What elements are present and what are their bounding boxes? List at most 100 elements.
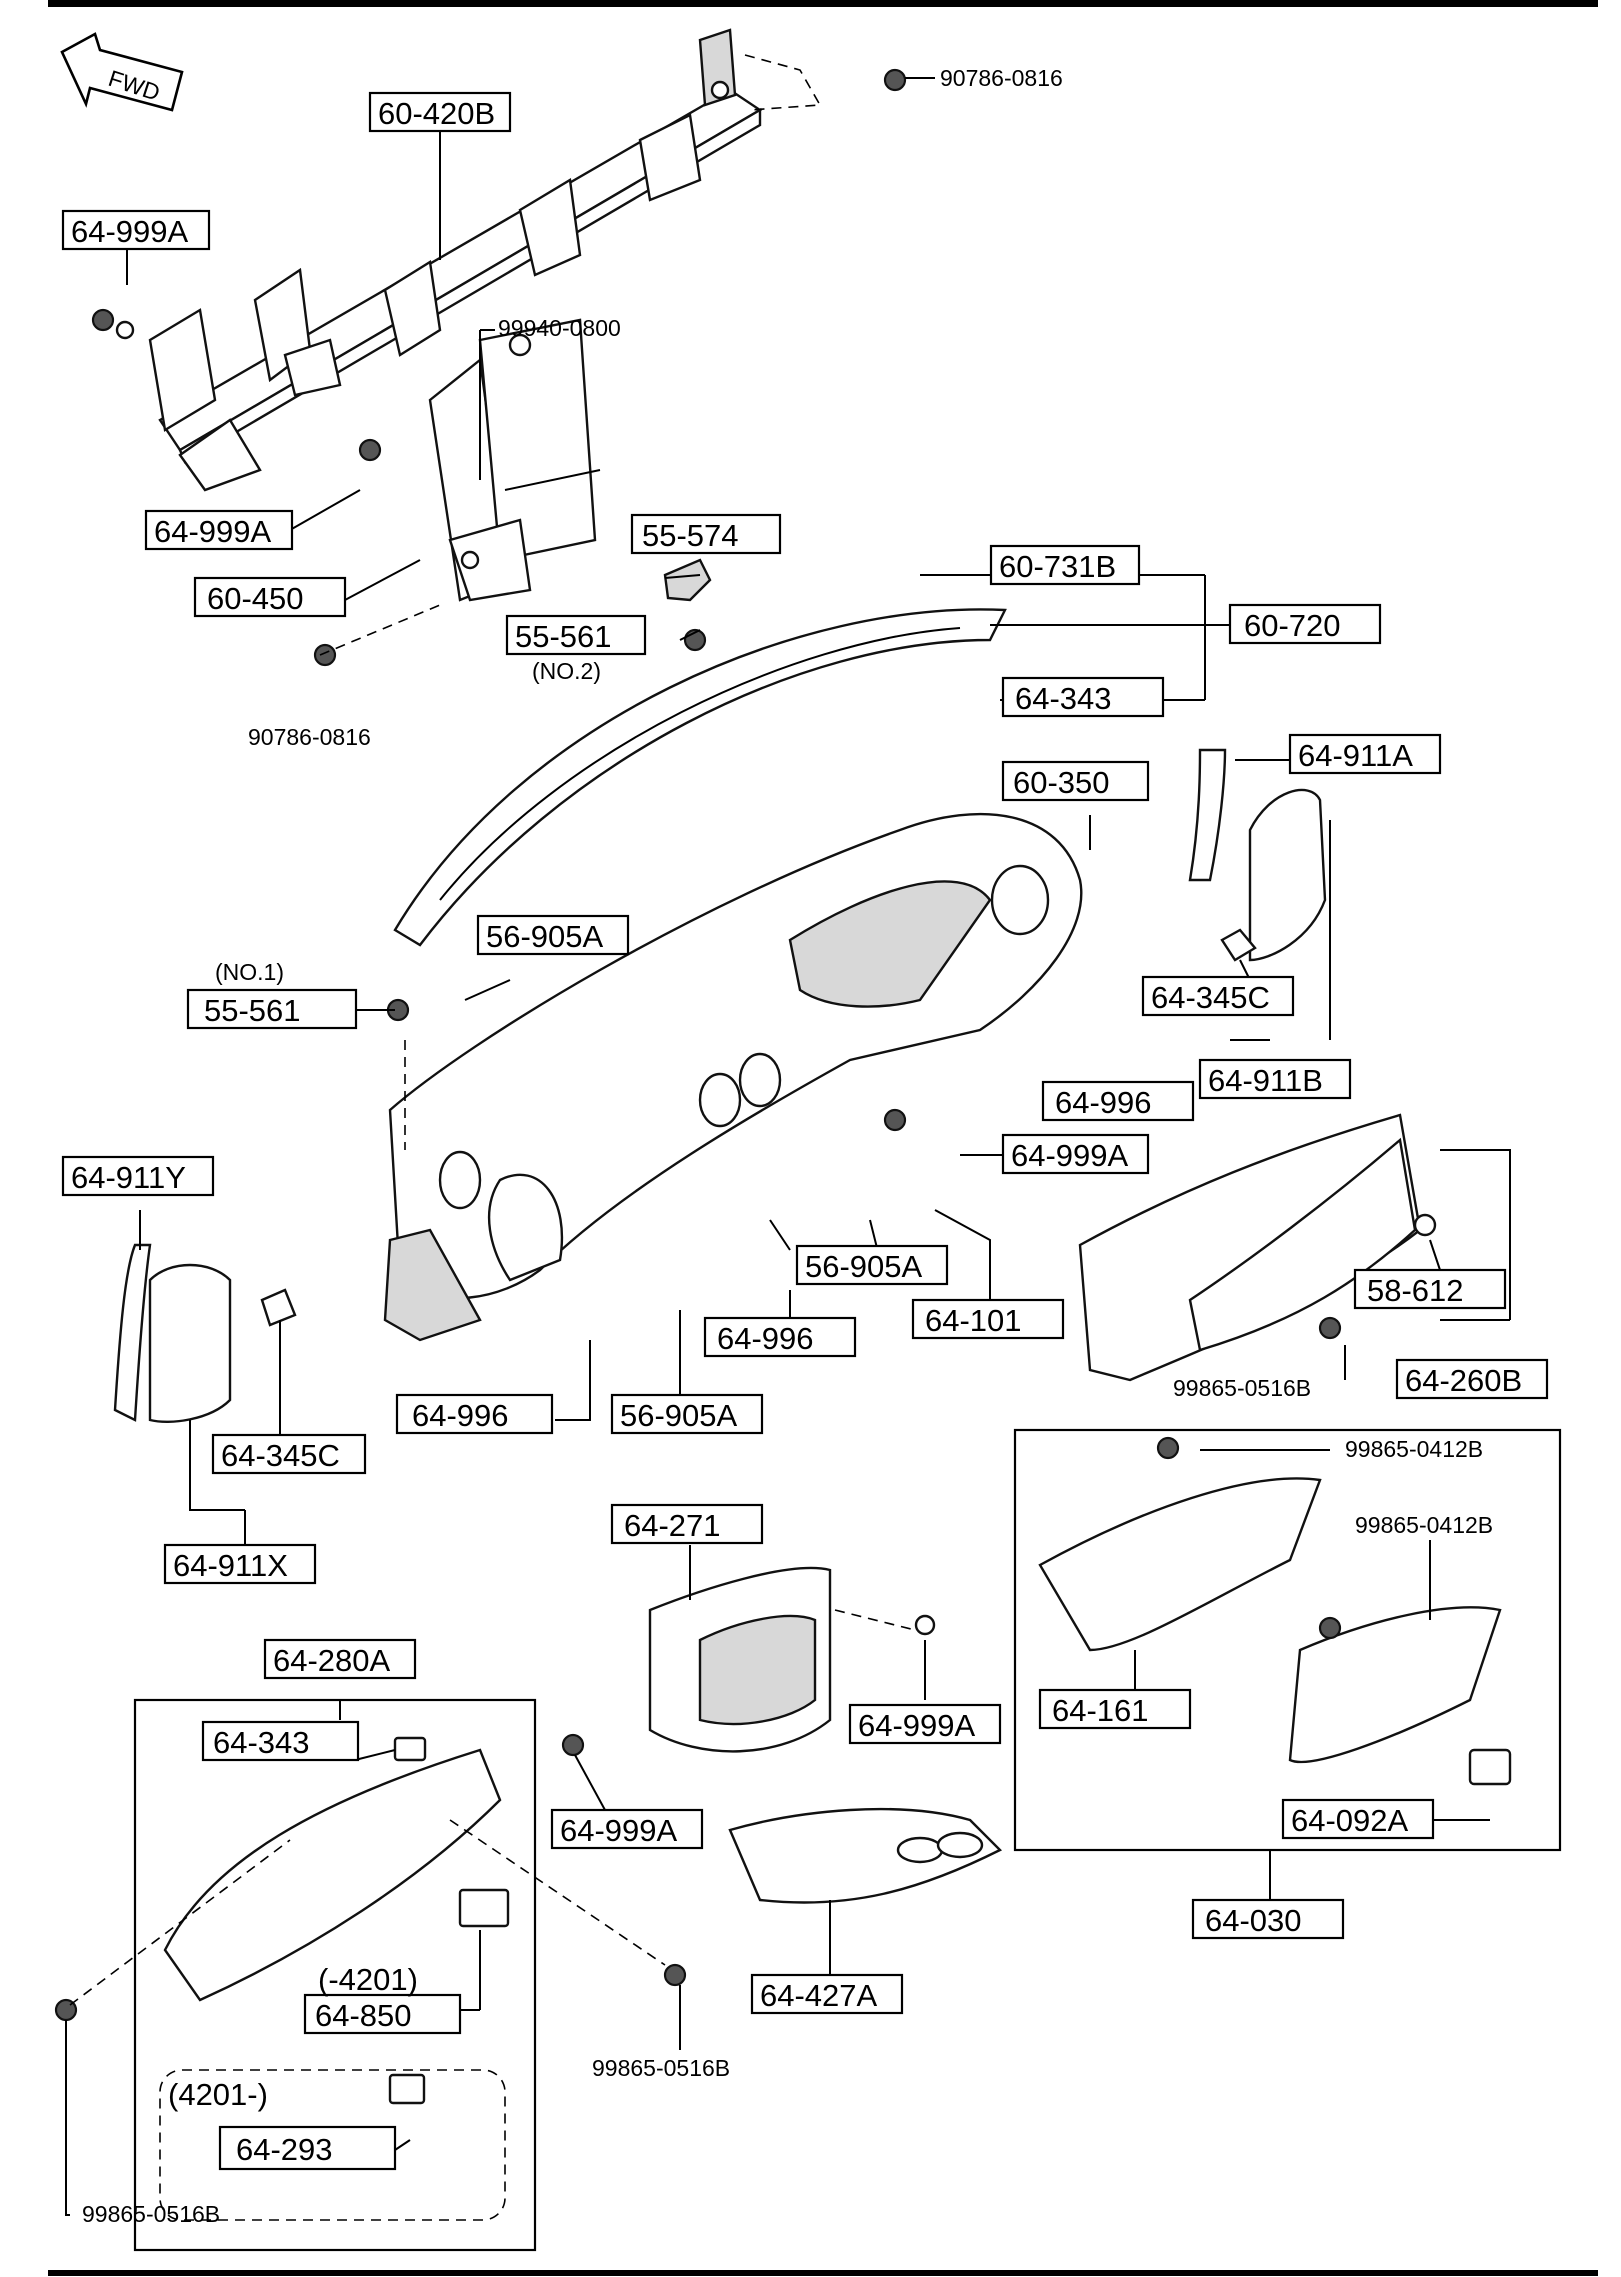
side-cover-right bbox=[1188, 748, 1327, 962]
note-serial-before: (-4201) bbox=[318, 1962, 418, 1997]
glove-box bbox=[1078, 1113, 1437, 1382]
svg-text:64-030: 64-030 bbox=[1205, 1903, 1302, 1938]
label-58-612: 58-612 bbox=[1353, 1268, 1507, 1310]
svg-text:60-450: 60-450 bbox=[207, 581, 304, 616]
label-56-905A-3: 56-905A bbox=[610, 1393, 764, 1435]
bottom-rule bbox=[48, 2270, 1598, 2276]
svg-text:64-271: 64-271 bbox=[624, 1508, 721, 1543]
label-60-720: 60-720 bbox=[1228, 603, 1382, 645]
svg-text:64-999A: 64-999A bbox=[1011, 1138, 1129, 1173]
label-55-561-no1: 55-561 bbox=[186, 988, 358, 1030]
svg-text:64-345C: 64-345C bbox=[221, 1438, 340, 1473]
label-60-420B: 60-420B bbox=[368, 91, 512, 133]
label-64-996-2: 64-996 bbox=[703, 1316, 857, 1358]
label-64-911X: 64-911X bbox=[163, 1543, 317, 1585]
svg-text:64-260B: 64-260B bbox=[1405, 1363, 1522, 1398]
label-64-343-2: 64-343 bbox=[201, 1720, 360, 1762]
svg-text:64-101: 64-101 bbox=[925, 1303, 1022, 1338]
label-64-280A: 64-280A bbox=[263, 1638, 417, 1680]
svg-text:64-996: 64-996 bbox=[412, 1398, 509, 1433]
label-64-911Y: 64-911Y bbox=[61, 1155, 215, 1197]
note-no2: (NO.2) bbox=[532, 658, 601, 684]
label-64-345C-2: 64-345C bbox=[211, 1433, 367, 1475]
note-serial-after: (4201-) bbox=[168, 2077, 268, 2112]
top-rule bbox=[48, 0, 1598, 7]
label-64-996-3: 64-996 bbox=[395, 1393, 554, 1435]
label-64-911A: 64-911A bbox=[1288, 733, 1442, 775]
center-bracket bbox=[428, 318, 601, 602]
label-64-101: 64-101 bbox=[911, 1298, 1065, 1340]
label-64-260B: 64-260B bbox=[1395, 1358, 1549, 1400]
svg-text:55-561: 55-561 bbox=[515, 619, 612, 654]
svg-text:64-911Y: 64-911Y bbox=[71, 1160, 186, 1195]
svg-text:58-612: 58-612 bbox=[1367, 1273, 1464, 1308]
label-64-999A-5: 64-999A bbox=[550, 1808, 704, 1850]
label-64-343-1: 64-343 bbox=[1001, 676, 1165, 718]
svg-text:64-280A: 64-280A bbox=[273, 1643, 391, 1678]
label-64-850: 64-850 bbox=[303, 1993, 462, 2035]
svg-text:55-574: 55-574 bbox=[642, 518, 739, 553]
fastener-99865-0516B-1: 99865-0516B bbox=[1173, 1375, 1311, 1401]
label-64-030: 64-030 bbox=[1191, 1898, 1345, 1940]
fastener-99865-0516B-2: 99865-0516B bbox=[592, 2055, 730, 2081]
fwd-arrow-icon: FWD bbox=[60, 32, 184, 112]
svg-text:64-911B: 64-911B bbox=[1208, 1063, 1323, 1098]
svg-text:56-905A: 56-905A bbox=[620, 1398, 738, 1433]
label-56-905A-2: 56-905A bbox=[795, 1244, 949, 1286]
svg-text:64-293: 64-293 bbox=[236, 2132, 333, 2167]
label-60-450: 60-450 bbox=[193, 576, 347, 618]
svg-text:64-996: 64-996 bbox=[717, 1321, 814, 1356]
label-64-293: 64-293 bbox=[218, 2125, 397, 2171]
svg-text:64-999A: 64-999A bbox=[71, 214, 189, 249]
svg-text:64-850: 64-850 bbox=[315, 1998, 412, 2033]
svg-text:60-350: 60-350 bbox=[1013, 765, 1110, 800]
label-64-427A: 64-427A bbox=[750, 1973, 904, 2015]
label-64-271: 64-271 bbox=[610, 1503, 764, 1545]
svg-text:56-905A: 56-905A bbox=[486, 919, 604, 954]
svg-text:64-427A: 64-427A bbox=[760, 1978, 878, 2013]
fastener-99940-0800: 99940-0800 bbox=[498, 315, 621, 341]
side-cover-left bbox=[113, 1243, 297, 1423]
cap-55-574 bbox=[663, 558, 712, 602]
center-console bbox=[648, 1566, 936, 1753]
fastener-99865-0516B-3: 99865-0516B bbox=[82, 2201, 220, 2227]
fastener-90786-0816-left: 90786-0816 bbox=[248, 724, 371, 750]
screw-icons bbox=[54, 68, 1342, 2022]
label-64-999A-1: 64-999A bbox=[61, 209, 211, 251]
svg-text:64-911X: 64-911X bbox=[173, 1548, 288, 1583]
label-64-911B: 64-911B bbox=[1198, 1058, 1352, 1100]
label-60-731B: 60-731B bbox=[989, 544, 1141, 586]
label-60-350: 60-350 bbox=[1001, 760, 1150, 802]
fastener-90786-0816-top: 90786-0816 bbox=[940, 65, 1063, 91]
label-56-905A-1: 56-905A bbox=[476, 914, 630, 956]
svg-text:60-420B: 60-420B bbox=[378, 96, 495, 131]
svg-text:64-999A: 64-999A bbox=[154, 514, 272, 549]
svg-text:64-999A: 64-999A bbox=[858, 1708, 976, 1743]
cup-holder-tray bbox=[728, 1807, 1003, 1904]
svg-text:64-343: 64-343 bbox=[213, 1725, 310, 1760]
label-55-561-no2: 55-561 bbox=[505, 614, 647, 656]
svg-text:56-905A: 56-905A bbox=[805, 1249, 923, 1284]
label-64-999A-4: 64-999A bbox=[848, 1703, 1002, 1745]
group-box-64-280A bbox=[133, 1698, 537, 2252]
svg-text:55-561: 55-561 bbox=[204, 993, 301, 1028]
svg-text:64-343: 64-343 bbox=[1015, 681, 1112, 716]
svg-text:64-999A: 64-999A bbox=[560, 1813, 678, 1848]
svg-text:64-161: 64-161 bbox=[1052, 1693, 1149, 1728]
note-no1: (NO.1) bbox=[215, 959, 284, 985]
fastener-99865-0412B-2: 99865-0412B bbox=[1355, 1512, 1493, 1538]
svg-text:60-731B: 60-731B bbox=[999, 549, 1116, 584]
leader-lines bbox=[65, 54, 1511, 2216]
svg-text:60-720: 60-720 bbox=[1244, 608, 1341, 643]
svg-text:64-345C: 64-345C bbox=[1151, 980, 1270, 1015]
group-box-64-030 bbox=[1013, 1428, 1562, 1852]
label-55-574: 55-574 bbox=[630, 513, 782, 555]
lower-panel-assembly bbox=[163, 1736, 510, 2105]
label-64-092A: 64-092A bbox=[1281, 1798, 1435, 1840]
svg-text:64-911A: 64-911A bbox=[1298, 738, 1413, 773]
steering-support-member bbox=[115, 28, 763, 492]
svg-text:64-092A: 64-092A bbox=[1291, 1803, 1409, 1838]
label-64-999A-2: 64-999A bbox=[144, 509, 294, 551]
glove-compartment-assembly bbox=[1038, 1477, 1512, 1786]
